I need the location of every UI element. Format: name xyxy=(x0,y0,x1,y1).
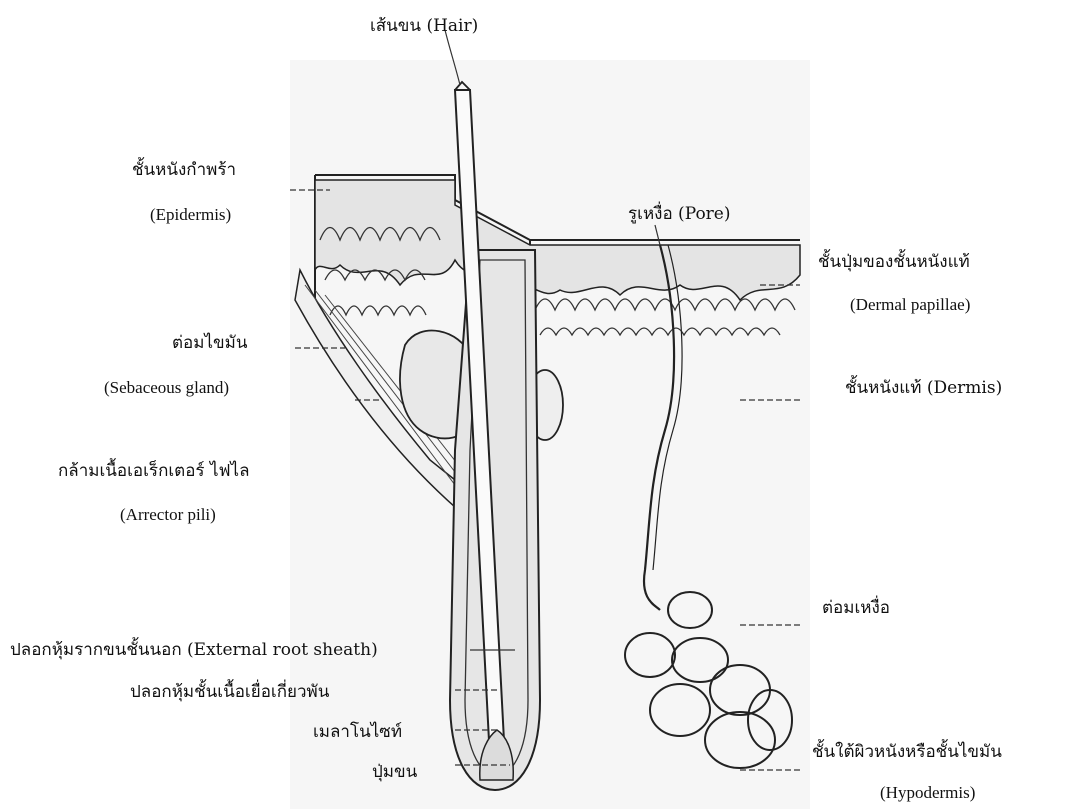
label-papillae-en: (Dermal papillae) xyxy=(850,295,970,315)
label-hypodermis-th: ชั้นใต้ผิวหนังหรือชั้นไขมัน xyxy=(812,742,1002,762)
label-hair-papilla: ปุ่มขน xyxy=(372,762,417,782)
label-epidermis-en: (Epidermis) xyxy=(150,205,231,225)
label-pore: รูเหงื่อ (Pore) xyxy=(628,204,731,224)
label-dermis: ชั้นหนังแท้ (Dermis) xyxy=(845,378,1002,398)
label-arrector-en: (Arrector pili) xyxy=(120,505,216,525)
label-sebaceous-th: ต่อมไขมัน xyxy=(172,333,247,353)
label-sebaceous-en: (Sebaceous gland) xyxy=(104,378,229,398)
label-sweat-gland: ต่อมเหงื่อ xyxy=(822,598,890,618)
label-hair: เส้นขน (Hair) xyxy=(370,16,478,36)
label-hypodermis-en: (Hypodermis) xyxy=(880,783,975,803)
label-papillae-th: ชั้นปุ่มของชั้นหนังแท้ xyxy=(818,252,970,272)
label-connective-sheath: ปลอกหุ้มชั้นเนื้อเยื่อเกี่ยวพัน xyxy=(130,682,329,702)
label-epidermis-th: ชั้นหนังกำพร้า xyxy=(132,160,236,180)
label-melanocyte: เมลาโนไซท์ xyxy=(313,722,402,742)
label-external-root-sheath: ปลอกหุ้มรากขนชั้นนอก (External root shea… xyxy=(10,640,378,660)
label-arrector-th: กล้ามเนื้อเอเร็กเตอร์ ไฟไล xyxy=(58,461,250,481)
